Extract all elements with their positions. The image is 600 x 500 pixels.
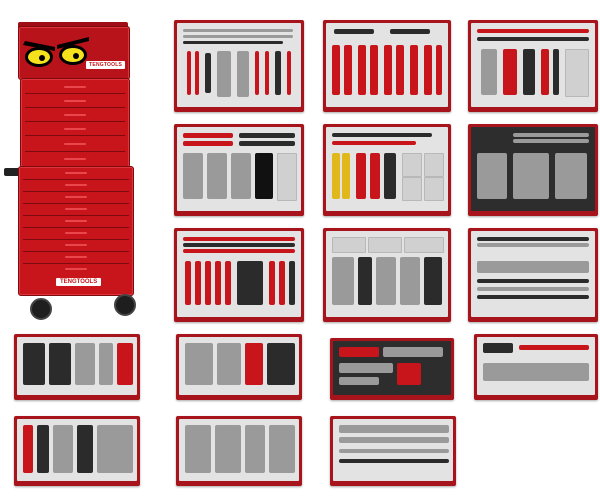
- tray-sockets-dark: [468, 124, 598, 216]
- brand-logo-bottom: TENGTOOLS: [56, 278, 102, 286]
- chest-lid: [18, 22, 128, 28]
- tool-chest: TENGTOOLS: [4, 22, 144, 322]
- tray-spanner-set: [474, 334, 598, 400]
- tray-ratchets-sockets: [174, 124, 304, 216]
- tray-hammers-grips: [330, 338, 454, 400]
- tray-hex-keys: [14, 334, 140, 400]
- tray-screwdrivers-sockets: [174, 20, 304, 112]
- tray-punches-chisels: [14, 416, 140, 486]
- chest-middle-cabinet: [20, 78, 130, 168]
- tray-socket-extensions: [330, 416, 456, 486]
- tray-ring-spanners: [176, 416, 302, 486]
- tray-electrical-pliers: [323, 124, 451, 216]
- brand-logo-top: TENGTOOLS: [86, 61, 125, 69]
- eyes-graphic-icon: [23, 37, 89, 67]
- tray-mixed-tools: [323, 228, 451, 322]
- tray-combination-spanners: [176, 334, 302, 400]
- chest-top-box: TENGTOOLS: [18, 26, 130, 80]
- tray-socket-bars: [468, 228, 598, 322]
- wheel-right: [114, 294, 136, 316]
- side-handle: [4, 168, 22, 176]
- chest-roller-cabinet: [18, 166, 134, 296]
- tray-pliers-wrenches: [468, 20, 598, 112]
- tray-screwdriver-set: [174, 228, 304, 322]
- wheel-left: [30, 298, 52, 320]
- tray-pliers: [323, 20, 451, 112]
